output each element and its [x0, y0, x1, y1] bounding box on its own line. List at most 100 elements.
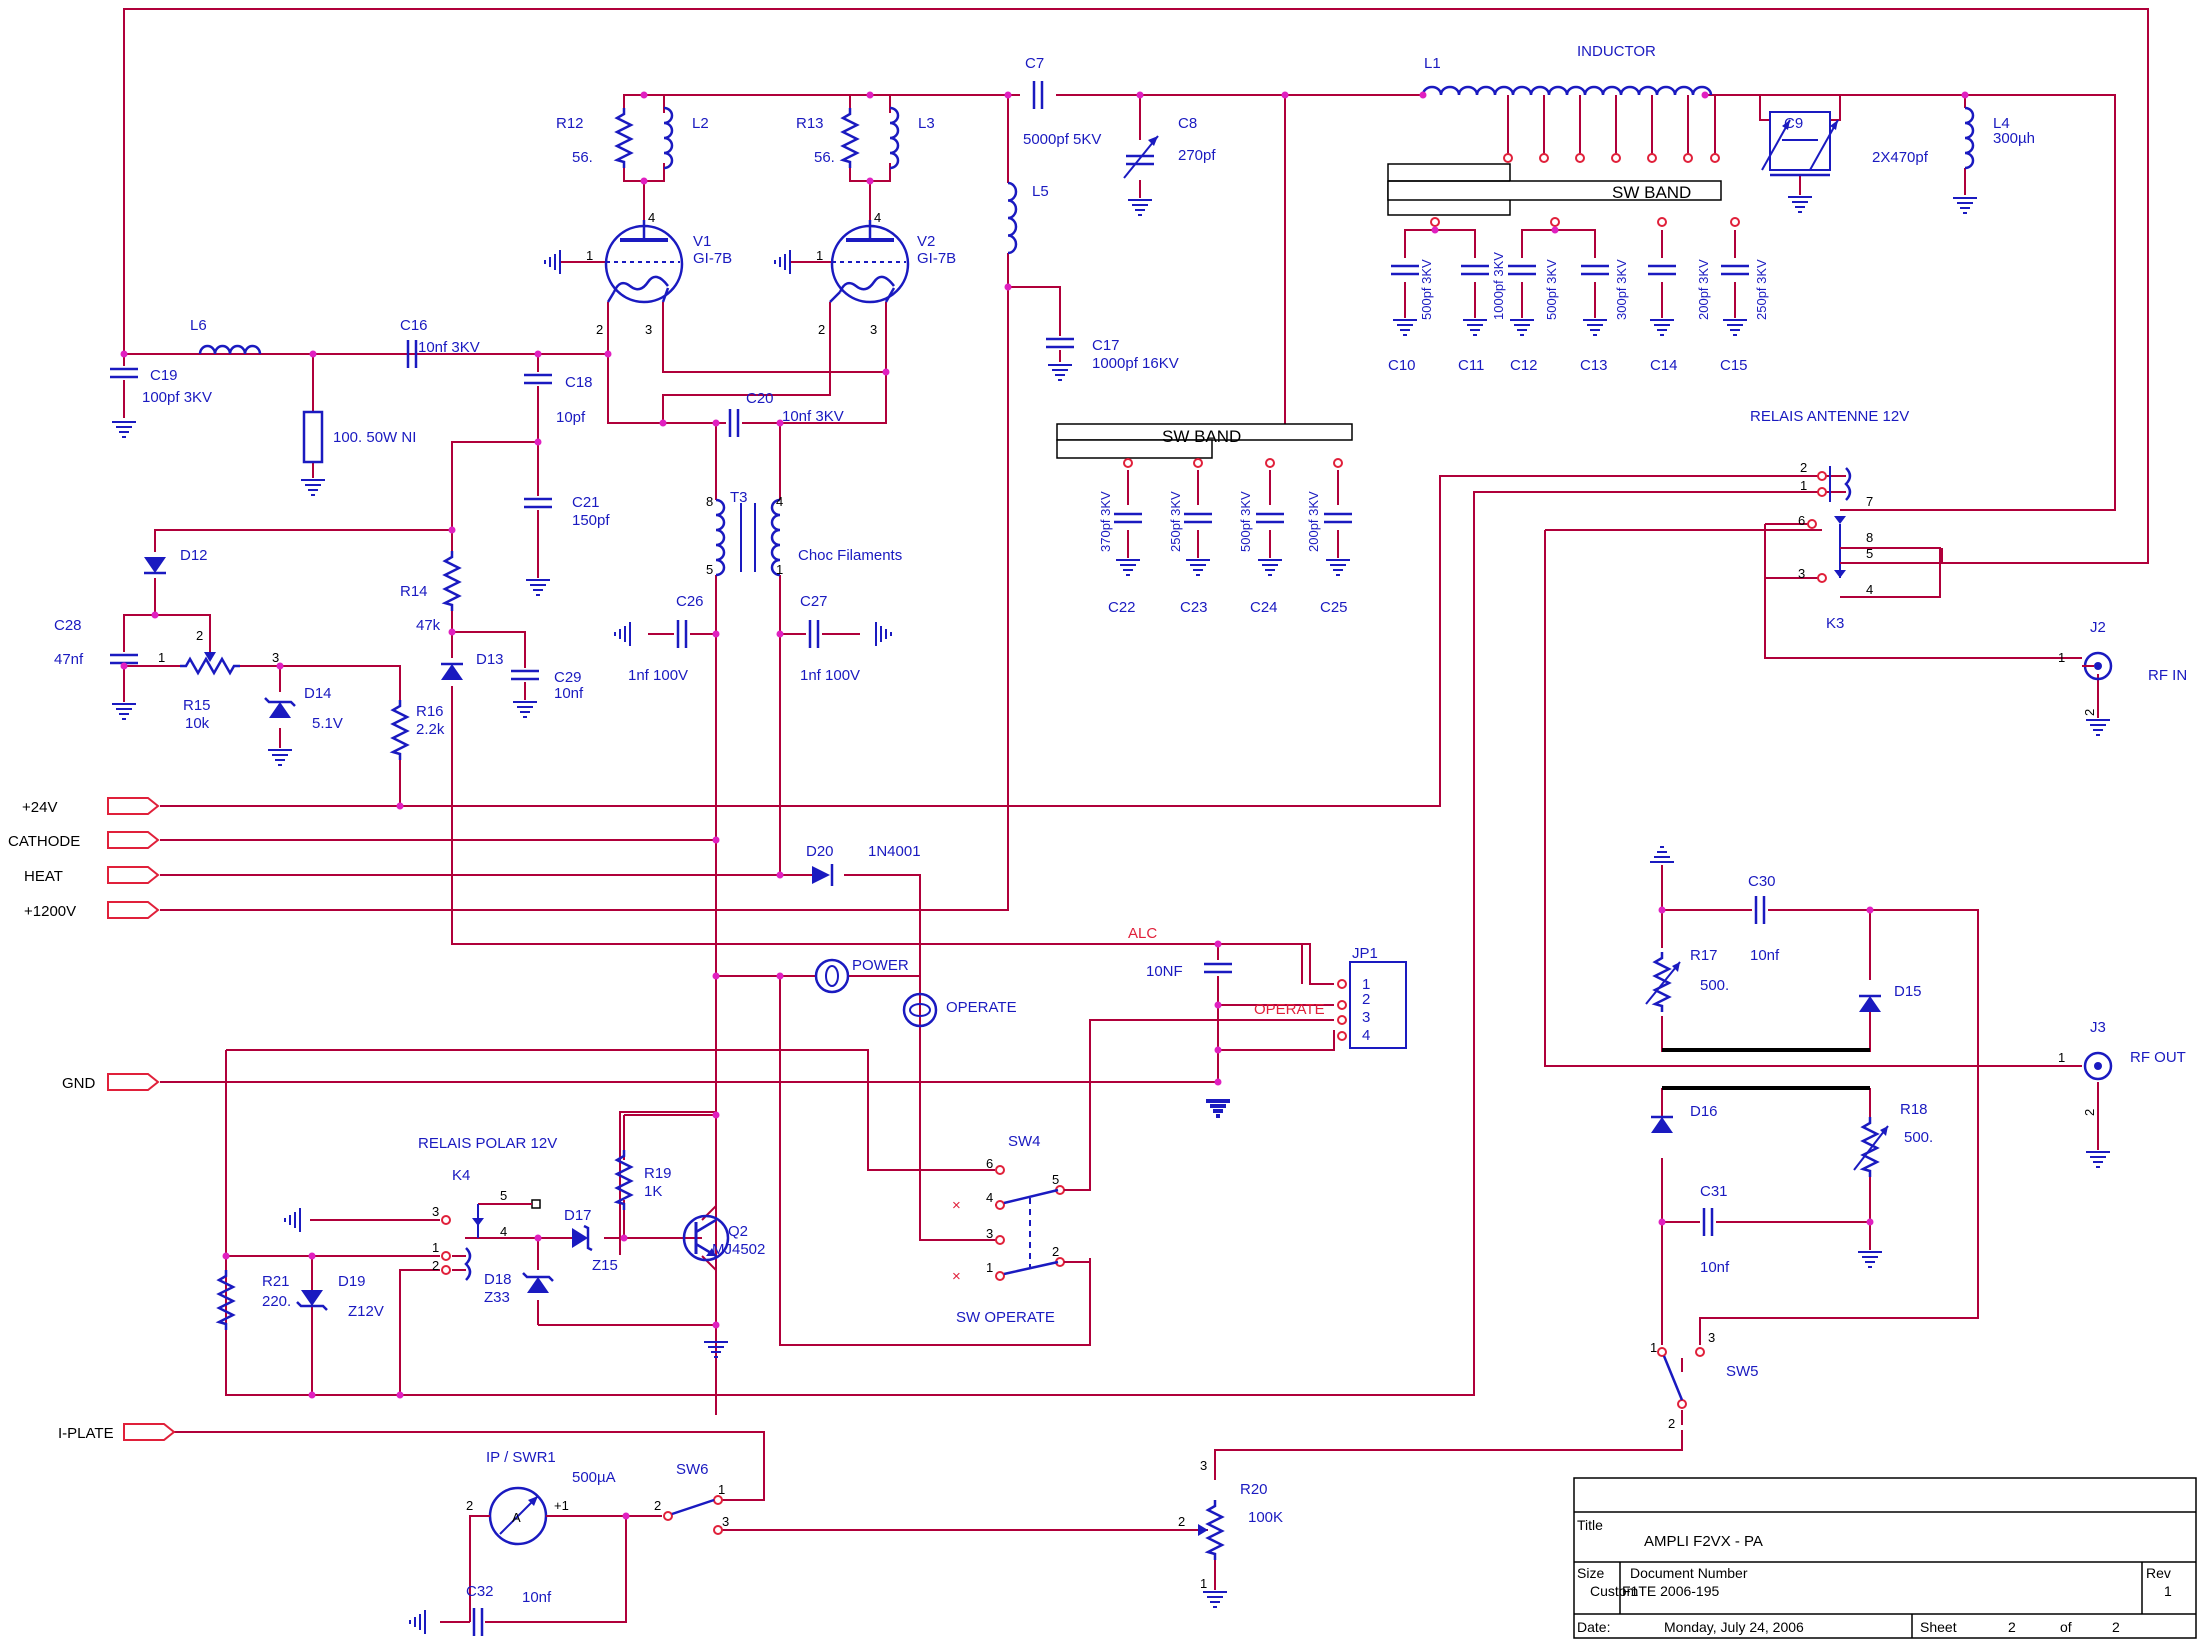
svg-text:200pf 3KV: 200pf 3KV: [1306, 491, 1321, 552]
sw6-ref: SW6: [676, 1461, 709, 1478]
r19-ref: R19: [644, 1165, 672, 1182]
sheet-value: 2: [2008, 1619, 2016, 1635]
c19-ref: C19: [150, 367, 178, 384]
sw4-ref: SW4: [1008, 1133, 1041, 1150]
meter-ref: IP / SWR1: [486, 1449, 556, 1466]
title-value: AMPLI F2VX - PA: [1644, 1533, 1763, 1550]
zener-d18: D18 Z33: [484, 1271, 555, 1306]
capacitor-c14: 200pf 3KV C14: [1646, 259, 1711, 374]
v2-ref: V2: [917, 233, 935, 250]
capacitor-c32: C32 10nf: [409, 1583, 552, 1638]
c29-ref: C29: [554, 669, 582, 686]
resistor-r19: R19 1K: [615, 1148, 672, 1212]
date-value: Monday, July 24, 2006: [1664, 1619, 1804, 1635]
c12-ref: C12: [1510, 357, 1538, 374]
c28-value: 47nf: [54, 651, 84, 668]
inductor-l4: L4 300µh: [1952, 106, 2035, 214]
wires: [123, 8, 2149, 1623]
svg-text:3: 3: [272, 650, 279, 665]
port-iplate[interactable]: I-PLATE: [58, 1423, 176, 1442]
capacitor-c7: C7 5000pf 5KV: [1023, 55, 1101, 148]
capacitor-c15: 250pf 3KV C15: [1719, 259, 1769, 374]
svg-text:4: 4: [648, 210, 655, 225]
capacitor-c17: C17 1000pf 16KV: [1044, 337, 1179, 381]
switch-sw5[interactable]: 1 3 2 SW5: [1650, 1330, 1759, 1431]
j2-value: RF IN: [2148, 667, 2187, 684]
title-block: Title AMPLI F2VX - PA Size Custom Docume…: [1573, 1477, 2197, 1639]
svg-text:+24V: +24V: [22, 799, 57, 816]
svg-text:×: ×: [952, 1268, 961, 1285]
port-1200v[interactable]: +1200V: [24, 901, 160, 920]
svg-text:OPERATE: OPERATE: [946, 999, 1017, 1016]
operate-net-label: OPERATE: [1254, 1001, 1325, 1018]
svg-text:2: 2: [432, 1258, 439, 1273]
of-label: of: [2060, 1619, 2072, 1635]
switch-sw6[interactable]: 2 1 3 SW6: [654, 1461, 729, 1535]
c9-ref: C9: [1784, 115, 1803, 132]
capacitor-c18: C18 10pf: [522, 373, 593, 426]
capacitor-c31: C31 10nf: [1700, 1183, 1883, 1276]
connector-j3[interactable]: 1 2 J3 RF OUT: [2058, 1019, 2186, 1168]
c16-ref: C16: [400, 317, 428, 334]
svg-text:250pf 3KV: 250pf 3KV: [1754, 259, 1769, 320]
r20-ref: R20: [1240, 1481, 1268, 1498]
k3-value: RELAIS ANTENNE 12V: [1750, 408, 1909, 425]
c7-value: 5000pf 5KV: [1023, 131, 1101, 148]
port-heat[interactable]: HEAT: [24, 866, 160, 885]
capacitor-c25: 200pf 3KV C25: [1306, 491, 1354, 616]
capacitor-c16: C16 10nf 3KV: [400, 317, 480, 370]
d13-ref: D13: [476, 651, 504, 668]
r21-value: 220.: [262, 1293, 291, 1310]
svg-text:6: 6: [1798, 513, 1805, 528]
svg-text:5: 5: [500, 1188, 507, 1203]
c9-value: 2X470pf: [1872, 149, 1929, 166]
v1-ref: V1: [693, 233, 711, 250]
svg-text:2: 2: [1178, 1514, 1185, 1529]
capacitor-c10: 500pf 3KV C10: [1388, 259, 1434, 374]
sheet-label: Sheet: [1920, 1619, 1957, 1635]
c17-value: 1000pf 16KV: [1092, 355, 1179, 372]
c19-value: 100pf 3KV: [142, 389, 212, 406]
port-24v[interactable]: +24V: [22, 797, 160, 816]
svg-text:2: 2: [196, 628, 203, 643]
sw-band-2-label: SW BAND: [1162, 427, 1241, 446]
svg-text:1: 1: [816, 248, 823, 263]
connector-j2[interactable]: 1 2 J2 RF IN: [2058, 619, 2187, 736]
relay-k3: RELAIS ANTENNE 12V 2 1 6 3 7 8 5 4 K3: [1750, 408, 1909, 632]
t3-ref: T3: [730, 489, 748, 506]
sw-band-1-label: SW BAND: [1612, 183, 1691, 202]
sw-band-switch-2[interactable]: SW BAND: [1056, 423, 1353, 459]
sw-band-switch-1[interactable]: SW BAND: [1387, 163, 1722, 216]
inductor-l6: L6: [190, 317, 262, 356]
d14-value: 5.1V: [312, 715, 343, 732]
size-value: Custom: [1590, 1583, 1638, 1599]
load-value: 100. 50W NI: [333, 429, 416, 446]
c15-ref: C15: [1720, 357, 1748, 374]
port-gnd[interactable]: GND: [62, 1073, 160, 1092]
r16-ref: R16: [416, 703, 444, 720]
r20-value: 100K: [1248, 1509, 1283, 1526]
diode-d15: D15: [1857, 983, 1922, 1014]
r14-value: 47k: [416, 617, 441, 634]
l4-ref: L4: [1993, 115, 2010, 132]
zener-d19: D19 Z12V: [295, 1273, 384, 1320]
c24-ref: C24: [1250, 599, 1278, 616]
svg-text:3: 3: [1200, 1458, 1207, 1473]
r15-value: 10k: [185, 715, 210, 732]
port-cathode[interactable]: CATHODE: [8, 831, 160, 850]
capacitor-c21: C21 150pf: [522, 494, 610, 596]
d17-value: Z15: [592, 1257, 618, 1274]
switch-sw4[interactable]: SW4 6 4 3 1 5 2 × × SW OPERATE: [952, 1020, 1091, 1345]
c20-value: 10nf 3KV: [782, 408, 844, 425]
jp1-ref: JP1: [1352, 945, 1378, 962]
jumper-jp1[interactable]: 1 2 3 4 JP1 OPERATE: [1254, 945, 1407, 1049]
d17-ref: D17: [564, 1207, 592, 1224]
capacitor-c22: 370pf 3KV C22: [1098, 491, 1144, 616]
svg-text:2: 2: [466, 1498, 473, 1513]
svg-text:4: 4: [986, 1190, 993, 1205]
inductor-l1: L1 INDUCTOR: [1421, 43, 1720, 163]
svg-text:3: 3: [1362, 1009, 1370, 1026]
resistor-r12: R12 56.: [556, 106, 633, 170]
rev-value: 1: [2164, 1583, 2172, 1599]
c14-ref: C14: [1650, 357, 1678, 374]
